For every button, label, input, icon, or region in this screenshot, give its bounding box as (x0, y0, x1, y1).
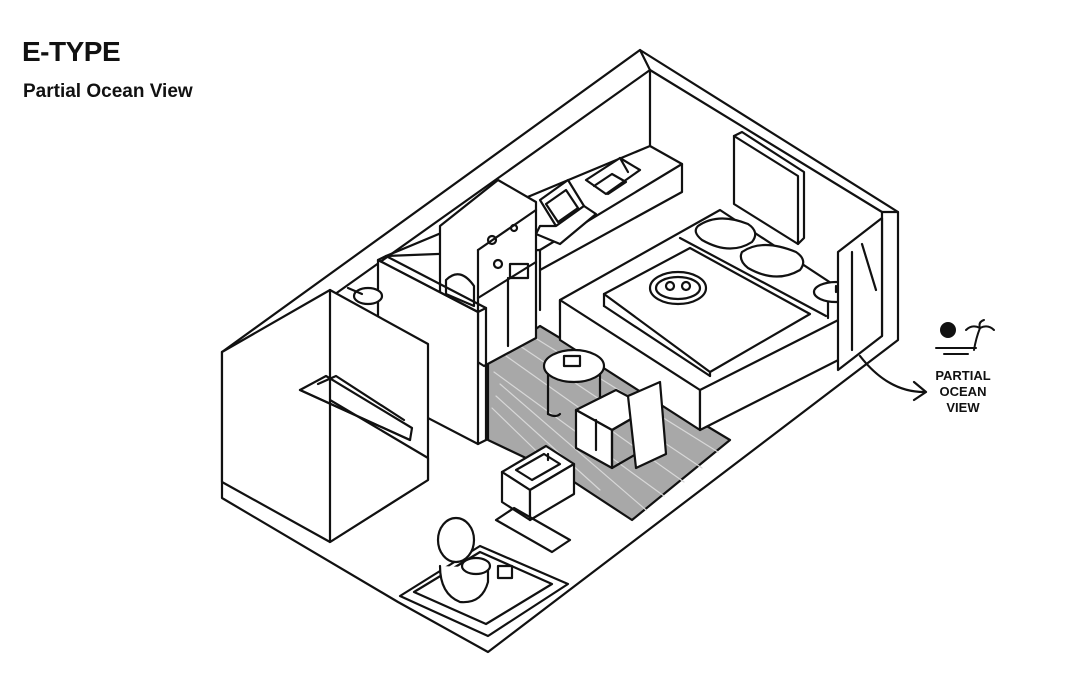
bed-tray (648, 270, 708, 306)
sun-palm-ocean-icon (935, 319, 995, 355)
bath-mat (494, 506, 572, 554)
view-arrow (858, 354, 928, 402)
pillows (694, 217, 805, 278)
vanity-sink (500, 444, 576, 522)
armchair (574, 380, 668, 470)
side-table (542, 348, 606, 418)
view-label-line-1: PARTIAL (935, 368, 991, 383)
view-callout-label: PARTIAL OCEAN VIEW (920, 368, 1006, 416)
toilet (398, 516, 570, 638)
room-type-title: E-TYPE (22, 36, 121, 67)
laptop (534, 178, 598, 246)
wall-art (732, 130, 806, 246)
room-view-subtitle: Partial Ocean View (23, 81, 193, 102)
book-stand (584, 156, 642, 196)
view-label-line-2: OCEAN (939, 384, 987, 399)
window (836, 216, 884, 372)
shower-enclosure (220, 288, 430, 544)
view-label-line-3: VIEW (946, 400, 980, 415)
sconce (346, 286, 384, 306)
